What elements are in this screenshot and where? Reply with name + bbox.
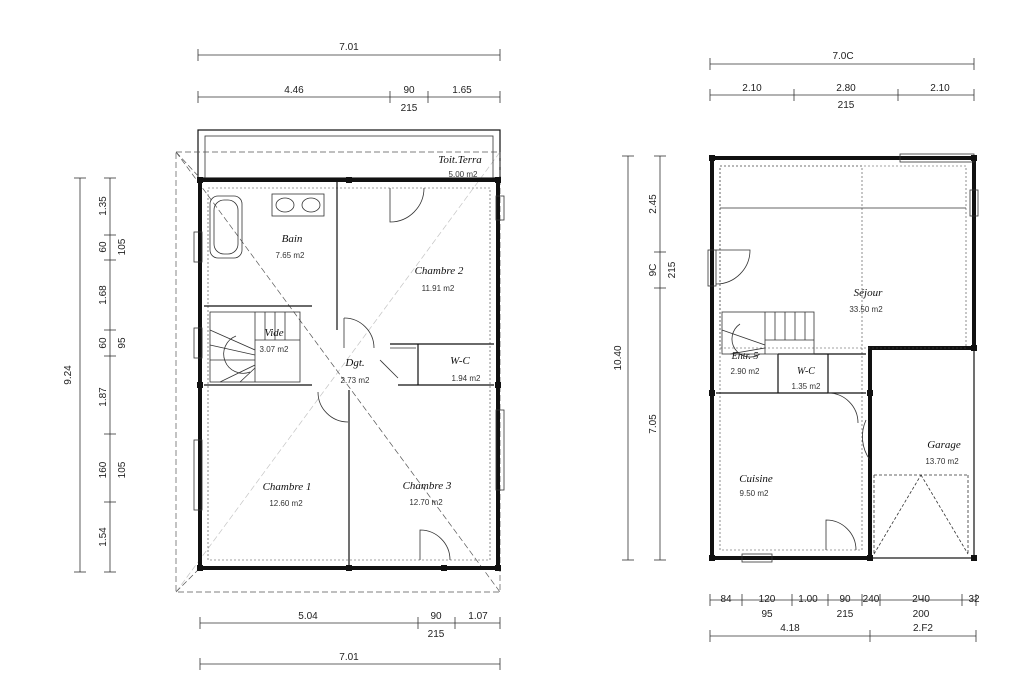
upper-left-overall: 9.24 <box>63 365 74 385</box>
ground-bottom-tot2: 2.F2 <box>913 623 933 634</box>
ground-stairs <box>721 311 815 358</box>
upper-bath-fixtures <box>209 193 325 259</box>
room-entree-name: Entr. 5 <box>731 351 759 362</box>
ground-top-left: 2.10 <box>742 83 762 94</box>
upper-floor-plan: 7.01 4.46 90 1.65 215 9.24 <box>63 42 505 670</box>
upper-left-seg6: 160 <box>98 461 109 478</box>
upper-left-seg5: 1.87 <box>98 387 109 407</box>
upper-left-seg2: 60 <box>98 241 109 253</box>
ground-left-seg2: 9C <box>648 264 659 277</box>
upper-windows <box>193 195 505 511</box>
upper-top-overall: 7.01 <box>339 42 359 53</box>
room-vide-name: Vide <box>264 327 283 339</box>
room-chambre2-name: Chambre 2 <box>415 265 464 277</box>
room-dgt-name: Dgt. <box>344 357 364 369</box>
ground-bottom-s4: 90 <box>839 594 851 605</box>
room-wc-ground-area: 1.35 m2 <box>792 382 821 391</box>
ground-floor-plan: 7.0C 2.10 2.80 2.10 215 10.40 2.45 9C 21… <box>613 51 980 642</box>
ground-top-sub: 215 <box>838 100 855 111</box>
ground-bottom-s6: 2Ч0 <box>912 594 930 605</box>
ground-interior-walls <box>716 207 966 394</box>
upper-left-seg4: 60 <box>98 337 109 349</box>
ground-left-seg2b: 215 <box>667 261 678 278</box>
ground-bottom-s1: 84 <box>720 594 732 605</box>
room-entree-area: 2.90 m2 <box>731 367 760 376</box>
room-dgt-area: 2.73 m2 <box>341 376 370 385</box>
ground-bottom-sub1: 95 <box>761 609 773 620</box>
upper-left-dimensions: 9.24 1.35 60 105 1.68 60 95 1.87 160 105… <box>63 177 128 573</box>
ground-left-seg3: 7.05 <box>648 414 659 434</box>
upper-left-seg3: 1.68 <box>98 285 109 305</box>
room-chambre1-area: 12.60 m2 <box>269 499 303 508</box>
room-terrace-name: Toit.Terra <box>438 154 482 166</box>
upper-left-seg1: 1.35 <box>98 196 109 216</box>
ground-top-dimensions: 7.0C 2.10 2.80 2.10 215 <box>709 51 975 111</box>
ground-corner-posts <box>709 155 977 561</box>
upper-roof-outline <box>175 129 501 593</box>
upper-corner-posts <box>197 177 501 571</box>
upper-left-seg7: 1.54 <box>98 527 109 547</box>
ground-left-dimensions: 10.40 2.45 9C 215 7.05 <box>613 155 678 561</box>
ground-windows <box>707 153 979 563</box>
room-chambre1-name: Chambre 1 <box>263 481 312 493</box>
upper-top-sub: 215 <box>401 103 418 114</box>
ground-bottom-s3: 1.00 <box>798 594 818 605</box>
upper-top-dimensions: 7.01 4.46 90 1.65 215 <box>197 42 501 114</box>
room-chambre2-area: 11.91 m2 <box>422 284 455 293</box>
upper-room-labels: Toit.Terra 5.00 m2 Bain 7.65 m2 Chambre … <box>260 154 483 508</box>
ground-left-overall: 10.40 <box>613 345 624 370</box>
room-bain-area: 7.65 m2 <box>276 251 305 260</box>
upper-left-seg2b: 105 <box>117 238 128 255</box>
room-sejour-area: 33.50 m2 <box>849 305 883 314</box>
upper-bottom-sub: 215 <box>428 629 445 640</box>
room-chambre3-name: Chambre 3 <box>403 480 452 492</box>
ground-top-mid: 2.80 <box>836 83 856 94</box>
ground-top-overall: 7.0C <box>832 51 853 62</box>
room-cuisine-name: Cuisine <box>739 473 773 485</box>
upper-stairs <box>209 311 301 383</box>
ground-bottom-sub3: 200 <box>913 609 930 620</box>
upper-bottom-dimensions: 5.04 90 1.07 215 7.01 <box>199 611 501 670</box>
ground-room-labels: Séjour 33.50 m2 Entr. 5 2.90 m2 W-C 1.35… <box>731 287 961 498</box>
upper-top-right: 1.65 <box>452 85 472 96</box>
upper-interior-walls <box>204 182 494 565</box>
upper-top-left: 4.46 <box>284 85 304 96</box>
ground-bottom-dimensions: 84 120 1.00 90 240 2Ч0 32 95 215 200 4.1… <box>709 594 980 642</box>
room-bain-name: Bain <box>282 233 303 245</box>
ground-left-seg1: 2.45 <box>648 194 659 214</box>
room-wc-upper-name: W-C <box>450 355 470 367</box>
room-wc-upper-area: 1.94 m2 <box>452 374 481 383</box>
upper-left-seg4b: 95 <box>117 337 128 349</box>
room-vide-area: 3.07 m2 <box>260 345 289 354</box>
room-sejour-name: Séjour <box>854 287 883 299</box>
upper-left-seg6b: 105 <box>117 461 128 478</box>
upper-bottom-mid: 90 <box>430 611 442 622</box>
ground-top-right: 2.10 <box>930 83 950 94</box>
upper-bottom-overall: 7.01 <box>339 652 359 663</box>
upper-top-mid: 90 <box>403 85 415 96</box>
room-wc-ground-name: W-C <box>797 366 815 377</box>
upper-bottom-right: 1.07 <box>468 611 488 622</box>
ground-bottom-s2: 120 <box>759 594 776 605</box>
ground-bottom-sub2: 215 <box>837 609 854 620</box>
room-chambre3-area: 12.70 m2 <box>409 498 443 507</box>
room-terrace-area: 5.00 m2 <box>449 170 478 179</box>
room-garage-area: 13.70 m2 <box>925 457 959 466</box>
ground-bottom-tot1: 4.18 <box>780 623 800 634</box>
ground-bottom-s5: 240 <box>863 594 880 605</box>
upper-bottom-left: 5.04 <box>298 611 318 622</box>
upper-doors <box>317 187 451 561</box>
ground-doors <box>715 249 969 555</box>
room-cuisine-area: 9.50 m2 <box>740 489 769 498</box>
room-garage-name: Garage <box>927 439 961 451</box>
ground-bottom-s7: 32 <box>968 594 980 605</box>
